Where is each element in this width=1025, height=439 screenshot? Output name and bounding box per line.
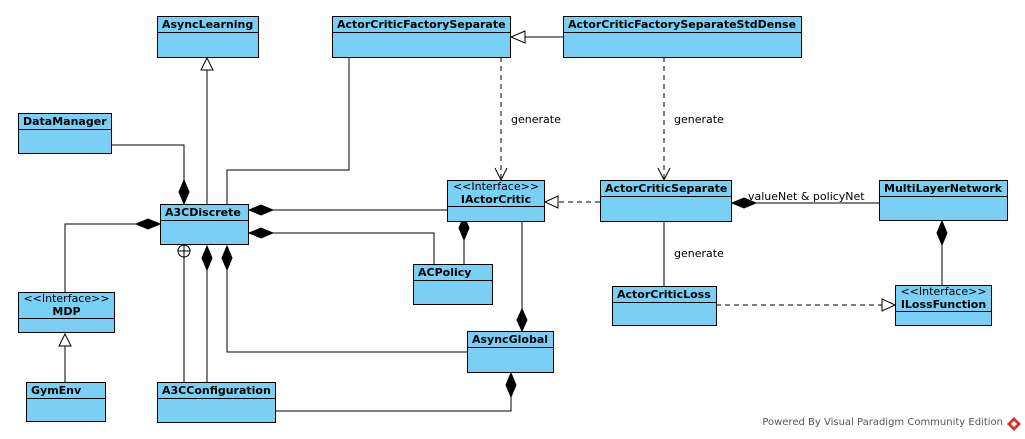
class-name: ILossFunction bbox=[900, 298, 987, 311]
class-name: A3CDiscrete bbox=[161, 205, 248, 221]
composition-line-mdp bbox=[64, 223, 136, 292]
valuenet-policynet-label: valueNet & policyNet bbox=[748, 190, 865, 203]
interface-ilossfunction[interactable]: <<Interface>> ILossFunction bbox=[895, 285, 992, 326]
composition-diamond-datamanager bbox=[178, 178, 190, 206]
composition-diamond-acpolicy-iactorcritic bbox=[458, 214, 470, 242]
visual-paradigm-logo-icon bbox=[1007, 417, 1021, 431]
class-actorcriticloss[interactable]: ActorCriticLoss bbox=[612, 286, 717, 326]
interface-header: <<Interface>> MDP bbox=[19, 293, 114, 319]
class-actorcriticfactoryseparate[interactable]: ActorCriticFactorySeparate bbox=[332, 16, 511, 58]
stereotype-label: <<Interface>> bbox=[900, 285, 987, 298]
class-name: AsyncGlobal bbox=[468, 332, 553, 348]
interface-iactorcritic[interactable]: <<Interface>> IActorCritic bbox=[447, 180, 545, 222]
class-name: ActorCriticFactorySeparateStdDense bbox=[564, 17, 801, 33]
class-actorcriticseparate[interactable]: ActorCriticSeparate bbox=[600, 180, 732, 222]
generate-label-right: generate bbox=[674, 113, 724, 126]
class-name: DataManager bbox=[19, 114, 111, 130]
composition-diamond-mln-acs bbox=[730, 197, 758, 209]
class-a3cconfiguration[interactable]: A3CConfiguration bbox=[157, 382, 276, 423]
stereotype-label: <<Interface>> bbox=[452, 180, 540, 193]
class-name: IActorCritic bbox=[460, 193, 532, 206]
association-factory-a3c bbox=[226, 57, 350, 204]
class-name: MDP bbox=[52, 305, 81, 318]
interface-header: <<Interface>> ILossFunction bbox=[896, 286, 991, 312]
composition-diamond-config-asyncglobal bbox=[505, 371, 517, 399]
class-name: ACPolicy bbox=[414, 265, 492, 281]
class-a3cdiscrete[interactable]: A3CDiscrete bbox=[160, 204, 249, 245]
class-name: ActorCriticSeparate bbox=[601, 181, 731, 197]
generate-label-loss: generate bbox=[674, 247, 724, 260]
interface-header: <<Interface>> IActorCritic bbox=[448, 181, 544, 207]
realization-arrowhead-iactorcritic bbox=[543, 195, 559, 209]
class-name: A3CConfiguration bbox=[158, 383, 275, 399]
composition-diamond-config bbox=[201, 244, 213, 272]
composition-line-config-asyncglobal bbox=[276, 397, 512, 412]
nesting-anchor-icon bbox=[177, 244, 191, 258]
class-acpolicy[interactable]: ACPolicy bbox=[413, 264, 493, 305]
class-multilayernetwork[interactable]: MultiLayerNetwork bbox=[879, 180, 1008, 221]
class-name: ActorCriticFactorySeparate bbox=[333, 17, 510, 33]
composition-diamond-acpolicy bbox=[247, 227, 275, 239]
class-asynclearning[interactable]: AsyncLearning bbox=[157, 16, 259, 58]
class-actorcriticfactoryseparatestddense[interactable]: ActorCriticFactorySeparateStdDense bbox=[563, 16, 802, 58]
composition-diamond-mdp bbox=[134, 218, 162, 230]
class-name: ActorCriticLoss bbox=[613, 287, 716, 303]
class-name: GymEnv bbox=[27, 383, 105, 399]
composition-diamond-iactorcritic bbox=[247, 204, 275, 216]
generalization-arrowhead-asynclearning bbox=[200, 56, 214, 71]
composition-diamond-mln-iloss bbox=[936, 219, 948, 247]
composition-line-asyncglobal-a3c bbox=[226, 270, 467, 353]
composition-line-datamanager bbox=[112, 144, 185, 180]
generalization-arrowhead-mdp bbox=[58, 332, 72, 347]
class-name: MultiLayerNetwork bbox=[880, 181, 1007, 197]
class-asyncglobal[interactable]: AsyncGlobal bbox=[467, 331, 554, 373]
composition-line-acpolicy-a3c bbox=[273, 232, 435, 264]
composition-diamond-asyncglobal bbox=[221, 244, 233, 272]
generalization-arrowhead-factory bbox=[509, 30, 526, 44]
class-gymenv[interactable]: GymEnv bbox=[26, 382, 106, 422]
interface-mdp[interactable]: <<Interface>> MDP bbox=[18, 292, 115, 333]
generate-label-left: generate bbox=[511, 113, 561, 126]
realization-arrowhead-iloss bbox=[881, 298, 897, 312]
stereotype-label: <<Interface>> bbox=[23, 292, 110, 305]
composition-diamond-iactorcritic-asyncglobal bbox=[516, 307, 528, 333]
class-datamanager[interactable]: DataManager bbox=[18, 113, 112, 154]
class-name: AsyncLearning bbox=[158, 17, 258, 33]
footer-credit: Powered By Visual Paradigm Community Edi… bbox=[762, 417, 1003, 428]
